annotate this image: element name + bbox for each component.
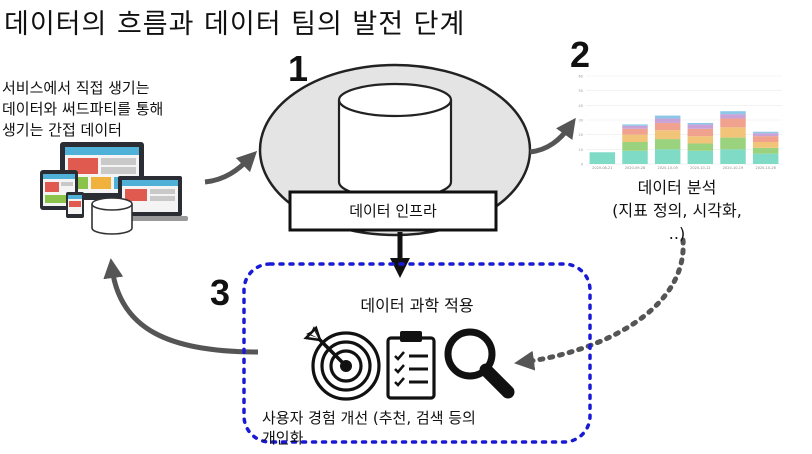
page-title: 데이터의 흐름과 데이터 팀의 발전 단계 [4, 9, 466, 40]
chart-bar-segment [752, 136, 779, 142]
chart-bar-segment [622, 134, 648, 142]
arrow-analysis-to-science [514, 237, 686, 371]
analysis-ellipsis: ..) [668, 224, 686, 243]
chart-bar-segment [752, 142, 779, 148]
analysis-subtitle: (지표 정의, 시각화, [612, 201, 742, 220]
chart-y-tick-label: 60 [579, 75, 583, 79]
arrow-science-to-source [103, 258, 259, 355]
chart-bar-segment [687, 143, 714, 151]
chart-bar-segment [687, 128, 714, 137]
source-line: 서비스에서 직접 생기는 [2, 79, 150, 97]
source-line: 생기는 간접 데이터 [2, 121, 122, 139]
chart-bar-segment [687, 136, 714, 144]
step-3-number: 3 [210, 272, 231, 313]
chart-bar-segment [687, 122, 714, 125]
chart-bar-segment [589, 152, 616, 164]
source-description: 서비스에서 직접 생기는 데이터와 써드파티를 통해 생기는 간접 데이터 [2, 78, 202, 141]
chart-y-tick-label: 40 [579, 104, 583, 108]
science-desc-line: 사용자 경험 개선 (추천, 검색 등의 [262, 409, 476, 427]
chart-bar-segment [622, 128, 648, 135]
chart-bar-segment [752, 133, 779, 137]
chart-bar-segment [654, 118, 681, 123]
chart-y-tick-label: 20 [579, 133, 583, 137]
chart-y-tick-label: 30 [579, 119, 583, 123]
chart-bar-segment [720, 127, 746, 138]
chart-bar-segment [654, 115, 681, 119]
step-1-number: 1 [288, 48, 309, 89]
infra-label-box [288, 190, 498, 232]
source-line: 데이터와 써드파티를 통해 [2, 100, 164, 118]
chart-bar-segment [622, 125, 648, 129]
science-description: 사용자 경험 개선 (추천, 검색 등의 개인화 [262, 408, 592, 448]
chart-y-tick-label: 50 [579, 89, 583, 93]
chart-bar-segment [622, 142, 648, 151]
chart-x-tick-label: 2020-10-05 [657, 166, 677, 170]
chart-bar-segment [687, 124, 714, 129]
chart-bar-segment [622, 124, 648, 126]
database-cylinder-icon [337, 82, 453, 200]
chart-bar-segment [654, 122, 681, 131]
checklist-icon [386, 331, 436, 400]
chart-bar-segment [752, 147, 779, 154]
target-icon [303, 325, 381, 401]
magnifier-icon [444, 328, 515, 399]
chart-x-tick-label: 2020-08-21 [592, 166, 612, 170]
chart-bar-segment [752, 131, 779, 134]
chart-bar-segment [720, 149, 746, 164]
chart-y-tick-label: 0 [581, 163, 583, 167]
small-database-icon [91, 197, 133, 235]
chart-bar-segment [622, 150, 648, 164]
chart-x-tick-label: 2020-10-19 [723, 166, 743, 170]
analysis-description: 데이터 분석 (지표 정의, 시각화, ..) [574, 176, 780, 245]
chart-y-tick-label: 10 [579, 148, 583, 152]
chart-x-tick-label: 2020-09-28 [625, 166, 645, 170]
chart-bar-segment [687, 150, 714, 164]
infra-label: 데이터 인프라 [349, 202, 437, 220]
chart-x-tick-label: 2020-10-12 [690, 166, 710, 170]
chart-bar-segment [720, 137, 746, 150]
step-2-number: 2 [570, 34, 591, 75]
chart-bar-segment [720, 114, 746, 119]
chart-bar-segment [654, 139, 681, 150]
science-title: 데이터 과학 적용 [360, 296, 474, 315]
chart-bar-segment [752, 153, 779, 164]
chart-bar-segment [654, 130, 681, 140]
science-dotted-box [242, 262, 592, 444]
analysis-bar-chart: 0 10 20 30 40 50 60 2020-08-21 2020-09-28 2020-10… [579, 75, 782, 170]
arrow-infra-to-analysis [529, 117, 576, 155]
analysis-title: 데이터 분석 [637, 178, 717, 197]
chart-bar-segment [720, 118, 746, 128]
chart-bar-segment [654, 149, 681, 164]
science-desc-line: 개인화 [262, 429, 304, 447]
chart-x-tick-label: 2020-10-26 [755, 166, 775, 170]
arrow-source-to-infra [204, 150, 258, 185]
chart-bar-segment [720, 111, 746, 115]
devices-icon [40, 142, 188, 221]
